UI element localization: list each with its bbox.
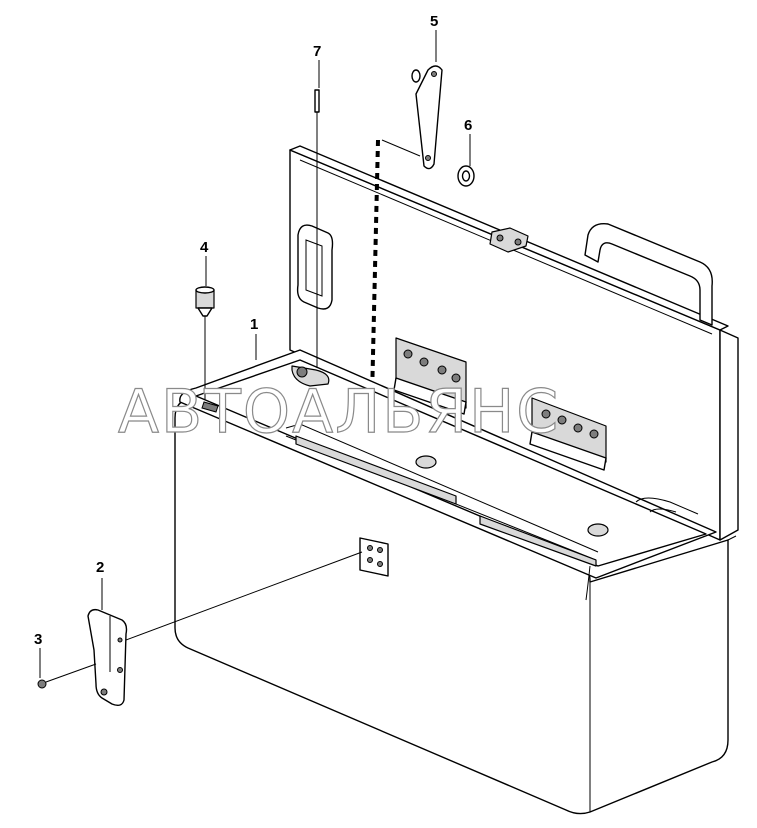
- front-mount-plate: [359, 537, 389, 577]
- callout-5: 5: [430, 13, 438, 30]
- part-4-cap: [195, 286, 215, 400]
- watermark-text: АВТОАЛЬЯНС: [118, 377, 560, 447]
- callout-6: 6: [464, 117, 472, 134]
- part-3-screw: [37, 663, 97, 689]
- part-7-pin: [291, 89, 330, 387]
- lid-handle: [584, 223, 713, 326]
- lid-clasp: [489, 227, 529, 253]
- hinge-right: [529, 397, 607, 471]
- part-6-washer: [457, 165, 475, 187]
- callout-4: 4: [200, 239, 209, 256]
- callout-3: 3: [34, 631, 42, 648]
- callout-1: 1: [250, 316, 258, 333]
- part-2-bracket: [87, 551, 363, 707]
- leader-lines: [39, 30, 471, 678]
- toolbox-body: [174, 349, 737, 815]
- callout-7: 7: [313, 43, 321, 60]
- hinge-left: [393, 337, 467, 415]
- callout-2: 2: [96, 559, 104, 576]
- part-5-strap: [381, 65, 443, 170]
- lid-latch-slot: [296, 224, 334, 310]
